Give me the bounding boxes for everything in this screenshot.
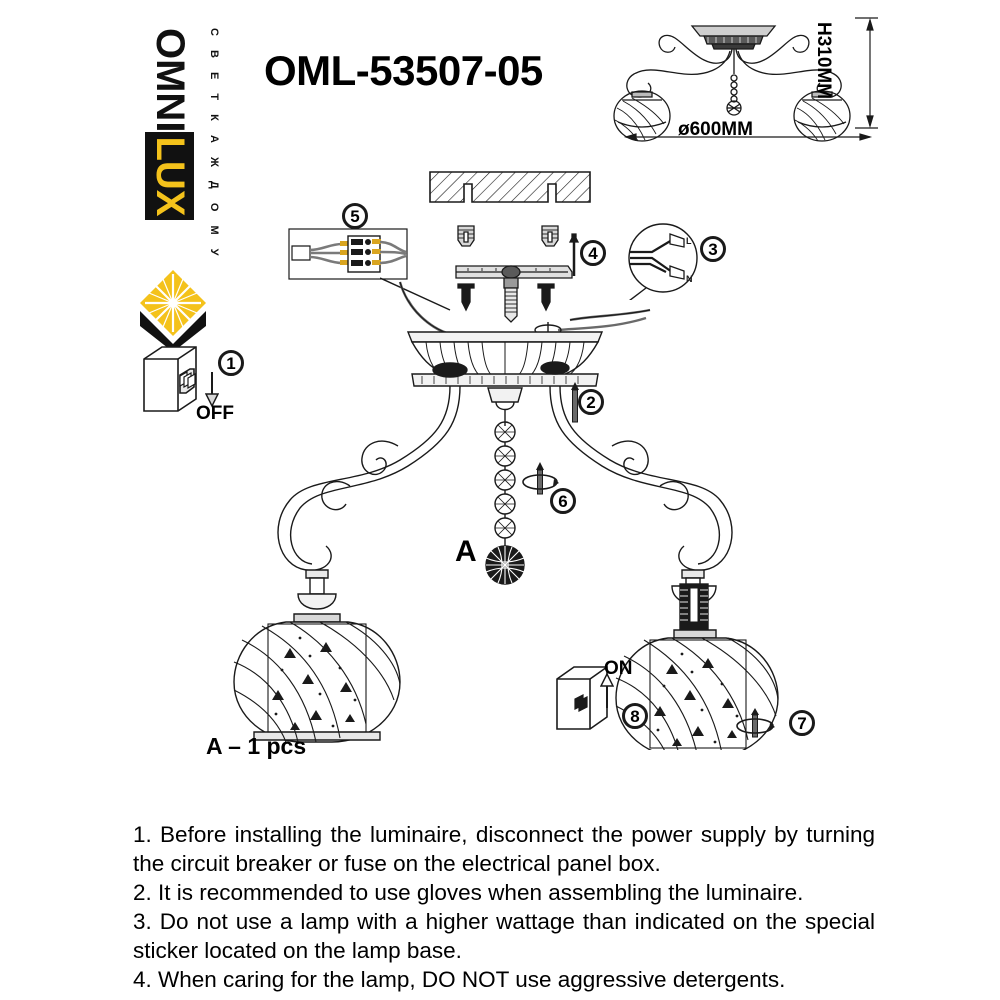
part-marker-a: A — [455, 535, 477, 568]
wire-connector-callout: L N — [622, 222, 704, 300]
mounting-hardware-drawing — [448, 222, 588, 332]
brand-logo: OMNILUX С В Е Т К А Ж Д О М У — [128, 14, 228, 352]
step-2-rod-icon — [567, 382, 583, 424]
arrow-up-icon — [600, 672, 614, 708]
instruction-item-4: 4. When caring for the lamp, DO NOT use … — [133, 967, 786, 992]
chandelier-assembly-drawing — [150, 270, 850, 750]
instruction-item-2: 2. It is recommended to use gloves when … — [133, 880, 804, 905]
step-badge-8: 8 — [622, 703, 648, 729]
instruction-item-3: 3. Do not use a lamp with a higher watta… — [133, 909, 875, 963]
switch-on-label: ON — [604, 658, 633, 679]
arrow-down-icon — [205, 372, 219, 408]
brand-name-lux: LUX — [145, 132, 194, 221]
product-overview-drawing — [612, 4, 892, 144]
step-6-nut-icon — [518, 462, 562, 498]
step-7-ring-icon — [730, 708, 780, 742]
step-badge-6: 6 — [550, 488, 576, 514]
dimension-height-label: H310MM — [813, 22, 834, 100]
parts-legend: A – 1 pcs — [206, 733, 307, 759]
wire-label-live: L — [686, 236, 692, 246]
brand-wordmark: OMNILUX — [145, 28, 194, 221]
instruction-item-1: 1. Before installing the luminaire, disc… — [133, 822, 875, 876]
step-badge-4: 4 — [580, 240, 606, 266]
switch-off-label: OFF — [196, 403, 234, 424]
dimension-width-label: ø600MM — [678, 119, 753, 140]
wire-label-neutral: N — [686, 274, 693, 284]
step-badge-3: 3 — [700, 236, 726, 262]
step-badge-2: 2 — [578, 389, 604, 415]
terminal-block-callout — [288, 228, 408, 280]
page-title: OML-53507-05 — [264, 47, 543, 94]
step-badge-7: 7 — [789, 710, 815, 736]
breaker-box-on-drawing — [553, 665, 611, 735]
step-badge-5: 5 — [342, 203, 368, 229]
step-badge-1: 1 — [218, 350, 244, 376]
instructions-list: 1. Before installing the luminaire, disc… — [133, 820, 875, 994]
diamond-sunburst-icon — [134, 264, 212, 352]
brand-tagline: С В Е Т К А Ж Д О М У — [208, 28, 220, 262]
brand-name-omni: OMNI — [148, 28, 192, 133]
breaker-box-off-drawing — [140, 345, 200, 417]
ceiling-slab-drawing — [428, 170, 592, 214]
step-5-leader-line — [380, 266, 460, 314]
